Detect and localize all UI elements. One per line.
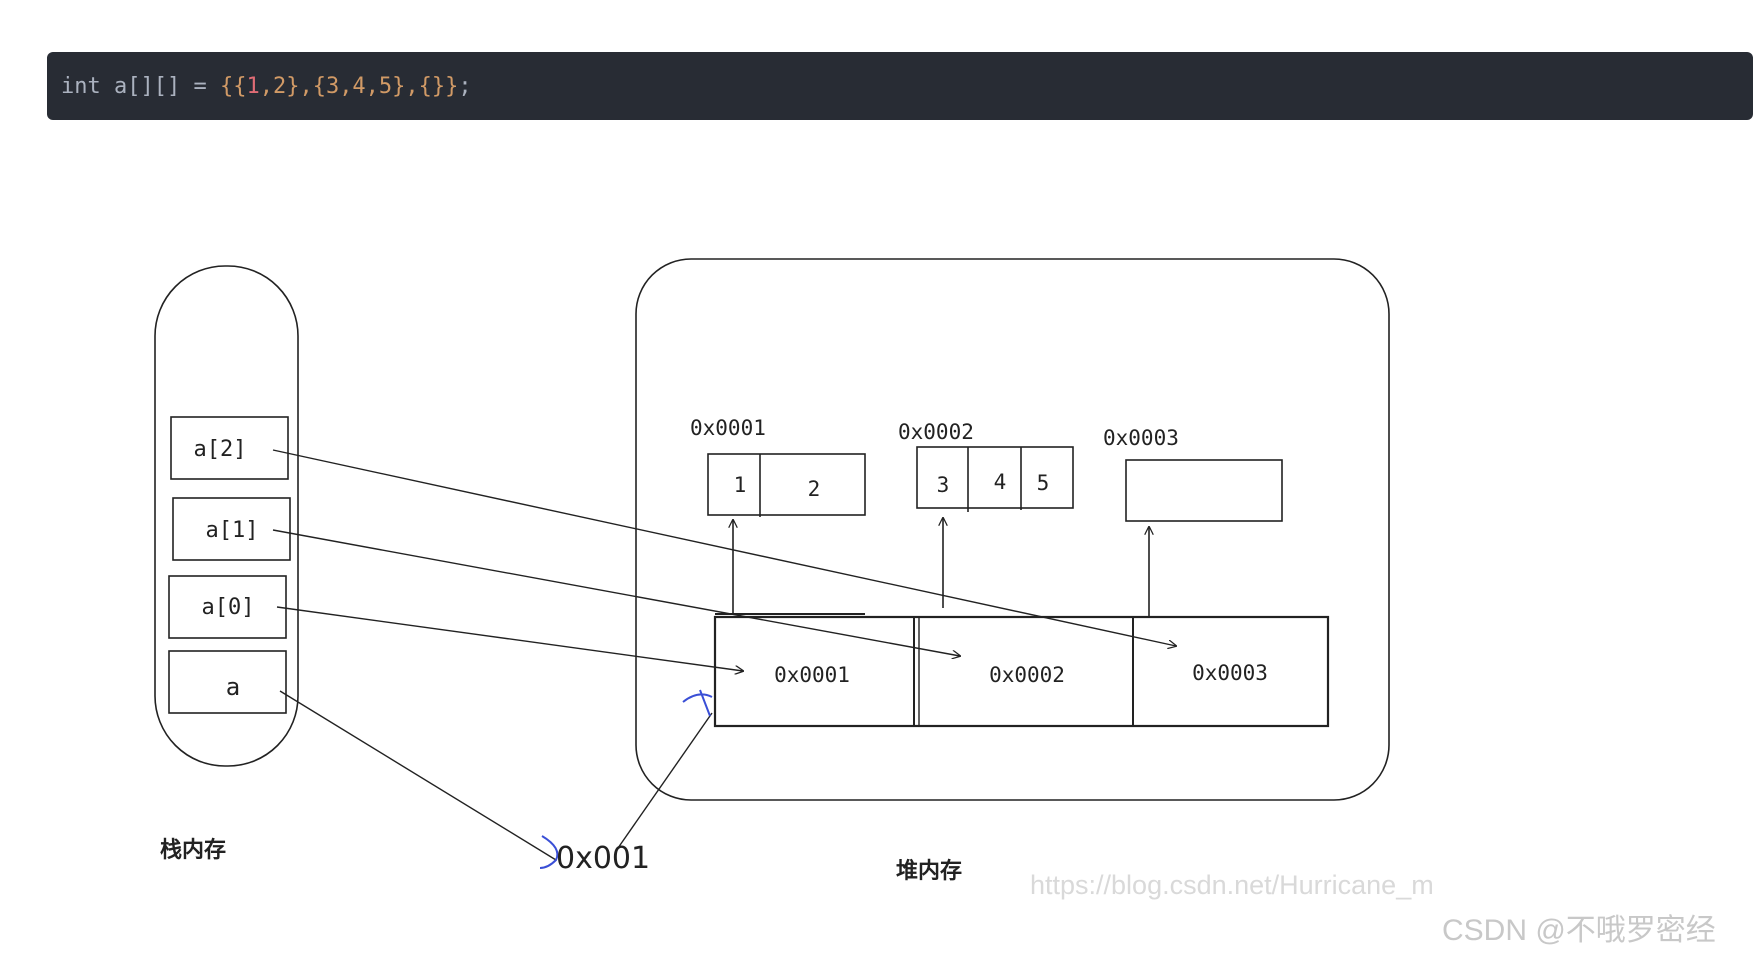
heap-ref-array (713, 615, 1330, 728)
arrow-a-to-pointer (279, 690, 557, 861)
stack-slot-a2-label: a[2] (194, 437, 247, 462)
arrow-pointer-to-heap (617, 712, 713, 849)
code-initializer-rest: ,2},{3,4,5},{}} (259, 73, 459, 99)
code-initializer-num: 1 (246, 73, 260, 99)
arrow-a0-to-ref1 (276, 606, 743, 671)
array-1-box (707, 453, 866, 516)
blue-mark-heap (682, 689, 713, 717)
heap-ref-cell-3: 0x0003 (1192, 661, 1268, 685)
stack-slot-a0-label: a[0] (202, 595, 255, 620)
blue-mark-pointer (539, 835, 559, 869)
stack-slot-a1-label: a[1] (206, 518, 259, 543)
pointer-address: 0x001 (556, 841, 650, 876)
code-keyword: int (61, 73, 101, 99)
code-initializer-open: {{ (219, 73, 247, 99)
watermark-url: https://blog.csdn.net/Hurricane_m (1030, 870, 1434, 900)
stack-container (154, 265, 299, 767)
array-2-value-1: 3 (937, 473, 950, 497)
stack-slot-a-label: a (226, 673, 240, 701)
heap-container (635, 258, 1390, 801)
array-2-value-3: 5 (1037, 471, 1050, 495)
heap-ref-cell-2: 0x0002 (989, 663, 1065, 687)
arrow-a2-to-ref3 (272, 449, 1176, 646)
stack-slot-a2 (170, 416, 289, 480)
stack-slot-a (168, 650, 287, 714)
heap-label: 堆内存 (896, 858, 962, 884)
code-semicolon: ; (458, 73, 472, 99)
array-1-value-2: 2 (808, 477, 821, 501)
stack-slot-a0 (168, 575, 287, 639)
array-2-value-2: 4 (994, 470, 1007, 494)
stack-label: 栈内存 (160, 837, 226, 863)
arrow-a1-to-ref2 (272, 529, 960, 656)
code-variable: a[][] = (100, 73, 220, 99)
array-1-value-1: 1 (734, 473, 747, 497)
array-3-box (1125, 459, 1283, 522)
code-block: int a[][] = {{1,2},{3,4,5},{}}; (47, 52, 1753, 120)
array-1-address: 0x0001 (690, 416, 766, 440)
heap-ref-cell-1: 0x0001 (774, 663, 850, 687)
array-2-address: 0x0002 (898, 420, 974, 444)
stack-slot-a1 (172, 497, 291, 561)
array-3-address: 0x0003 (1103, 426, 1179, 450)
watermark-author: CSDN @不哦罗密经 (1442, 914, 1716, 947)
array-2-box (916, 446, 1074, 509)
